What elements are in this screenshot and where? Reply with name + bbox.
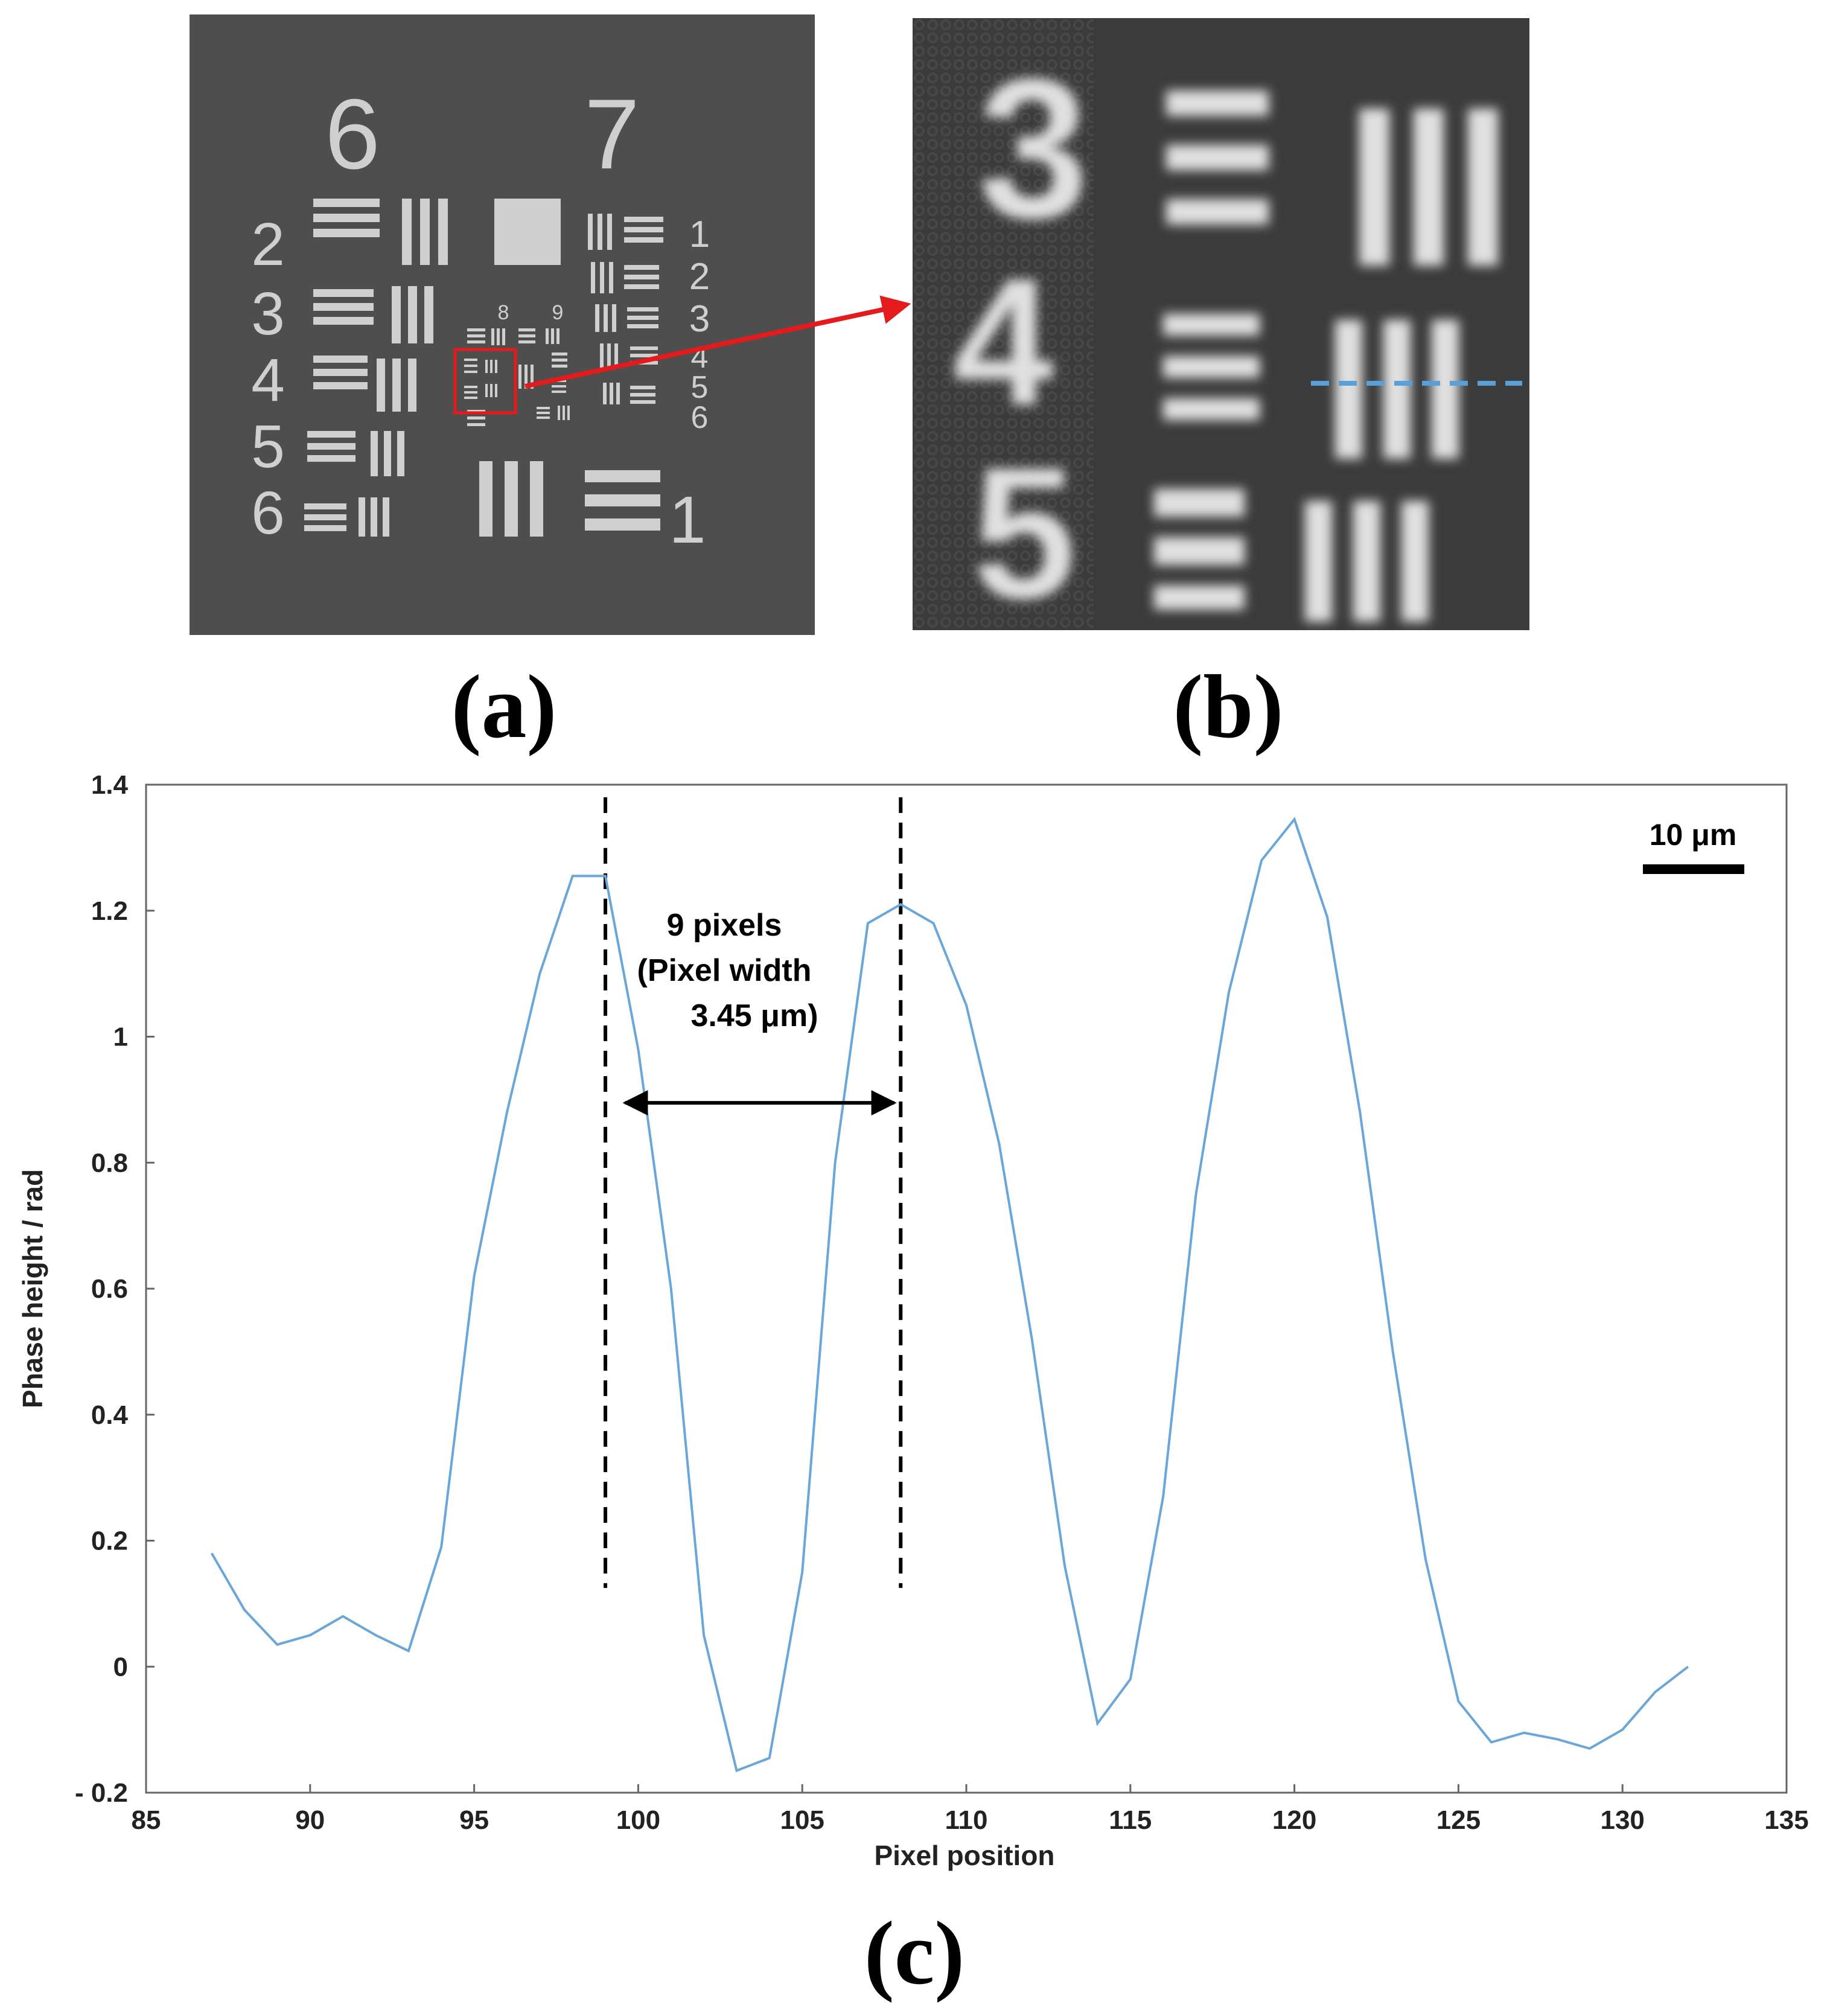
panel-b-image: 3 4 5 (913, 18, 1529, 630)
y-tick-label: 1.2 (91, 896, 128, 926)
x-tick-label: 105 (780, 1805, 824, 1835)
element-number-right-2: 2 (689, 256, 710, 298)
scale-bar-line (1643, 864, 1744, 874)
y-tick-label: 1 (113, 1022, 128, 1052)
panel-b-label: (b) (1173, 657, 1284, 757)
y-tick-label: 0.4 (91, 1400, 129, 1430)
x-tick-label: 110 (945, 1805, 988, 1835)
x-tick-label: 95 (459, 1805, 489, 1835)
x-axis-label: Pixel position (874, 1840, 1054, 1871)
inner-group-number-8: 8 (498, 301, 509, 324)
annotation-line-2: (Pixel width (637, 953, 812, 988)
x-tick-label: 90 (295, 1805, 325, 1835)
annotation: 9 pixels (Pixel width 3.45 μm) (637, 908, 818, 1033)
element-number-left-6: 6 (251, 479, 285, 547)
y-tick-label: 0.2 (91, 1526, 128, 1556)
annotation-line-3: 3.45 μm) (690, 998, 818, 1033)
scale-bar-label: 10 μm (1650, 818, 1737, 852)
y-axis-label: Phase height / rad (17, 1169, 48, 1408)
roi-box (453, 348, 517, 415)
element-number-left-3: 3 (251, 280, 285, 348)
panel-b-digit-4: 4 (953, 240, 1055, 443)
x-tick-label: 100 (616, 1805, 660, 1835)
y-tick-label: 0 (113, 1652, 128, 1682)
element-number-bottom-1: 1 (669, 483, 706, 557)
zoom-arrow (524, 295, 911, 389)
x-tick-label: 85 (132, 1805, 161, 1835)
element-number-left-2: 2 (251, 211, 285, 278)
panel-c-label: (c) (864, 1903, 965, 2003)
element-number-right-1: 1 (689, 214, 710, 255)
x-tick-label: 125 (1436, 1805, 1481, 1835)
inner-group-number-9: 9 (552, 301, 564, 324)
element-number-right-3: 3 (689, 298, 710, 340)
panel-b-digit-3: 3 (978, 37, 1089, 260)
x-tick-label: 135 (1764, 1805, 1808, 1835)
panel-a-image: 6 7 2 3 4 5 6 1 2 3 4 5 6 1 8 9 (190, 14, 815, 635)
bar-patterns (304, 199, 663, 537)
y-tick-label: 0.8 (91, 1148, 128, 1178)
panel-a-label: (a) (451, 657, 557, 757)
panel-b-digit-5: 5 (972, 428, 1076, 630)
x-tick-label: 115 (1109, 1805, 1152, 1835)
x-tick-label: 130 (1600, 1805, 1644, 1835)
series-line (210, 817, 1689, 1773)
element-number-left-5: 5 (251, 413, 285, 480)
marks-layer (210, 797, 1689, 1773)
y-tick-label: 0.6 (91, 1274, 128, 1304)
x-tick-label: 120 (1272, 1805, 1316, 1835)
phase-profile-chart: 85 90 95 100 105 110 115 120 125 130 135 - 0.2 0 0.2 0… (17, 770, 1809, 1871)
scale-bar: 10 μm (1643, 818, 1744, 874)
plot-frame (145, 783, 1788, 1794)
element-number-right-6: 6 (691, 400, 709, 435)
annotation-line-1: 9 pixels (667, 908, 782, 943)
y-tick-label: 1.4 (91, 770, 129, 800)
group-number-6: 6 (325, 78, 380, 190)
element-number-left-4: 4 (251, 346, 285, 414)
y-tick-label: - 0.2 (75, 1778, 128, 1808)
element-number-right-5: 5 (691, 370, 709, 405)
panel-a-background (190, 14, 815, 635)
axes-layer: 85 90 95 100 105 110 115 120 125 130 135 - 0.2 0 0.2 0… (75, 770, 1809, 1835)
group-number-7: 7 (584, 78, 640, 190)
